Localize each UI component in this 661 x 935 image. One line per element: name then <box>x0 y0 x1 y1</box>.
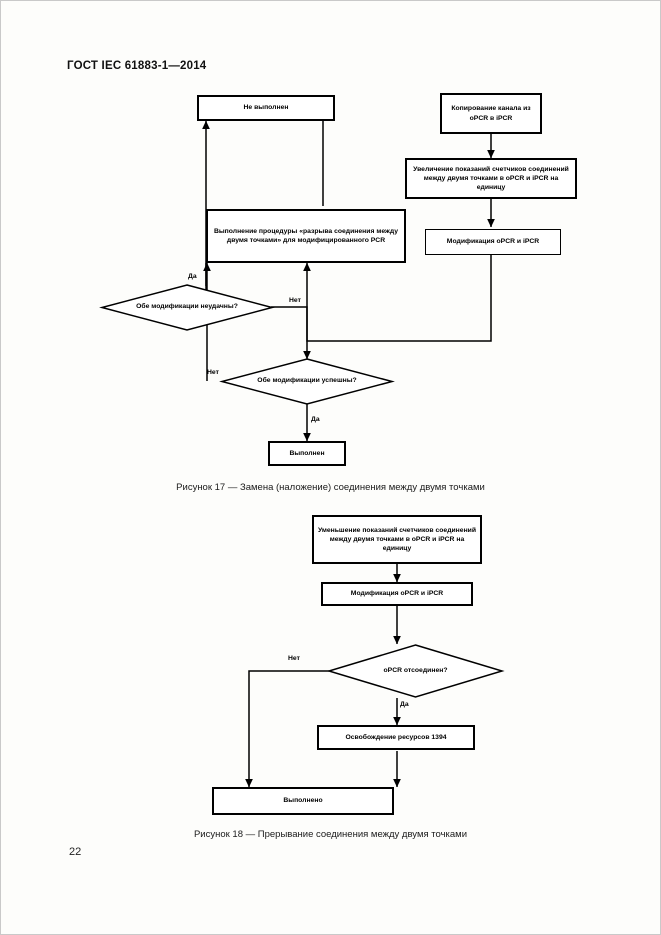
node-modify-pcr-18[interactable]: Модификация oPCR и iPCR <box>321 582 473 606</box>
page-number: 22 <box>69 846 82 858</box>
edge-label-success-no: Нет <box>207 369 219 376</box>
decision-both-success[interactable]: Обе модификации успешны? <box>219 358 395 405</box>
edge-label-success-yes: Да <box>311 416 320 423</box>
node-modify-pcr-17[interactable]: Модификация oPCR и iPCR <box>425 229 561 255</box>
edge-label-disconnected-no: Нет <box>288 655 300 662</box>
figure-17-caption: Рисунок 17 — Замена (наложение) соединен… <box>176 482 485 493</box>
decision-both-failed[interactable]: Обе модификации неудачны? <box>99 284 275 331</box>
document-header: ГОСТ IEC 61883-1—2014 <box>67 60 207 72</box>
node-break-procedure[interactable]: Выполнение процедуры «разрыва соединения… <box>206 209 406 263</box>
edge-label-failed-no: Нет <box>289 297 301 304</box>
edge-label-disconnected-yes: Да <box>400 701 409 708</box>
edge-label-failed-yes: Да <box>188 273 197 280</box>
node-decrease-counters[interactable]: Уменьшение показаний счетчиков соединени… <box>312 515 482 564</box>
node-done-17[interactable]: Выполнен <box>268 441 346 466</box>
node-done-18[interactable]: Выполнено <box>212 787 394 815</box>
node-copy-channel[interactable]: Копирование канала из oPCR в iPCR <box>440 93 542 134</box>
node-release-resources[interactable]: Освобождение ресурсов 1394 <box>317 725 475 750</box>
figure-18-caption: Рисунок 18 — Прерывание соединения между… <box>193 829 468 840</box>
node-not-done[interactable]: Не выполнен <box>197 95 335 121</box>
node-increase-counters[interactable]: Увеличение показаний счетчиков соединени… <box>405 158 577 199</box>
decision-opcr-disconnected[interactable]: oPCR отсоединен? <box>326 644 505 698</box>
